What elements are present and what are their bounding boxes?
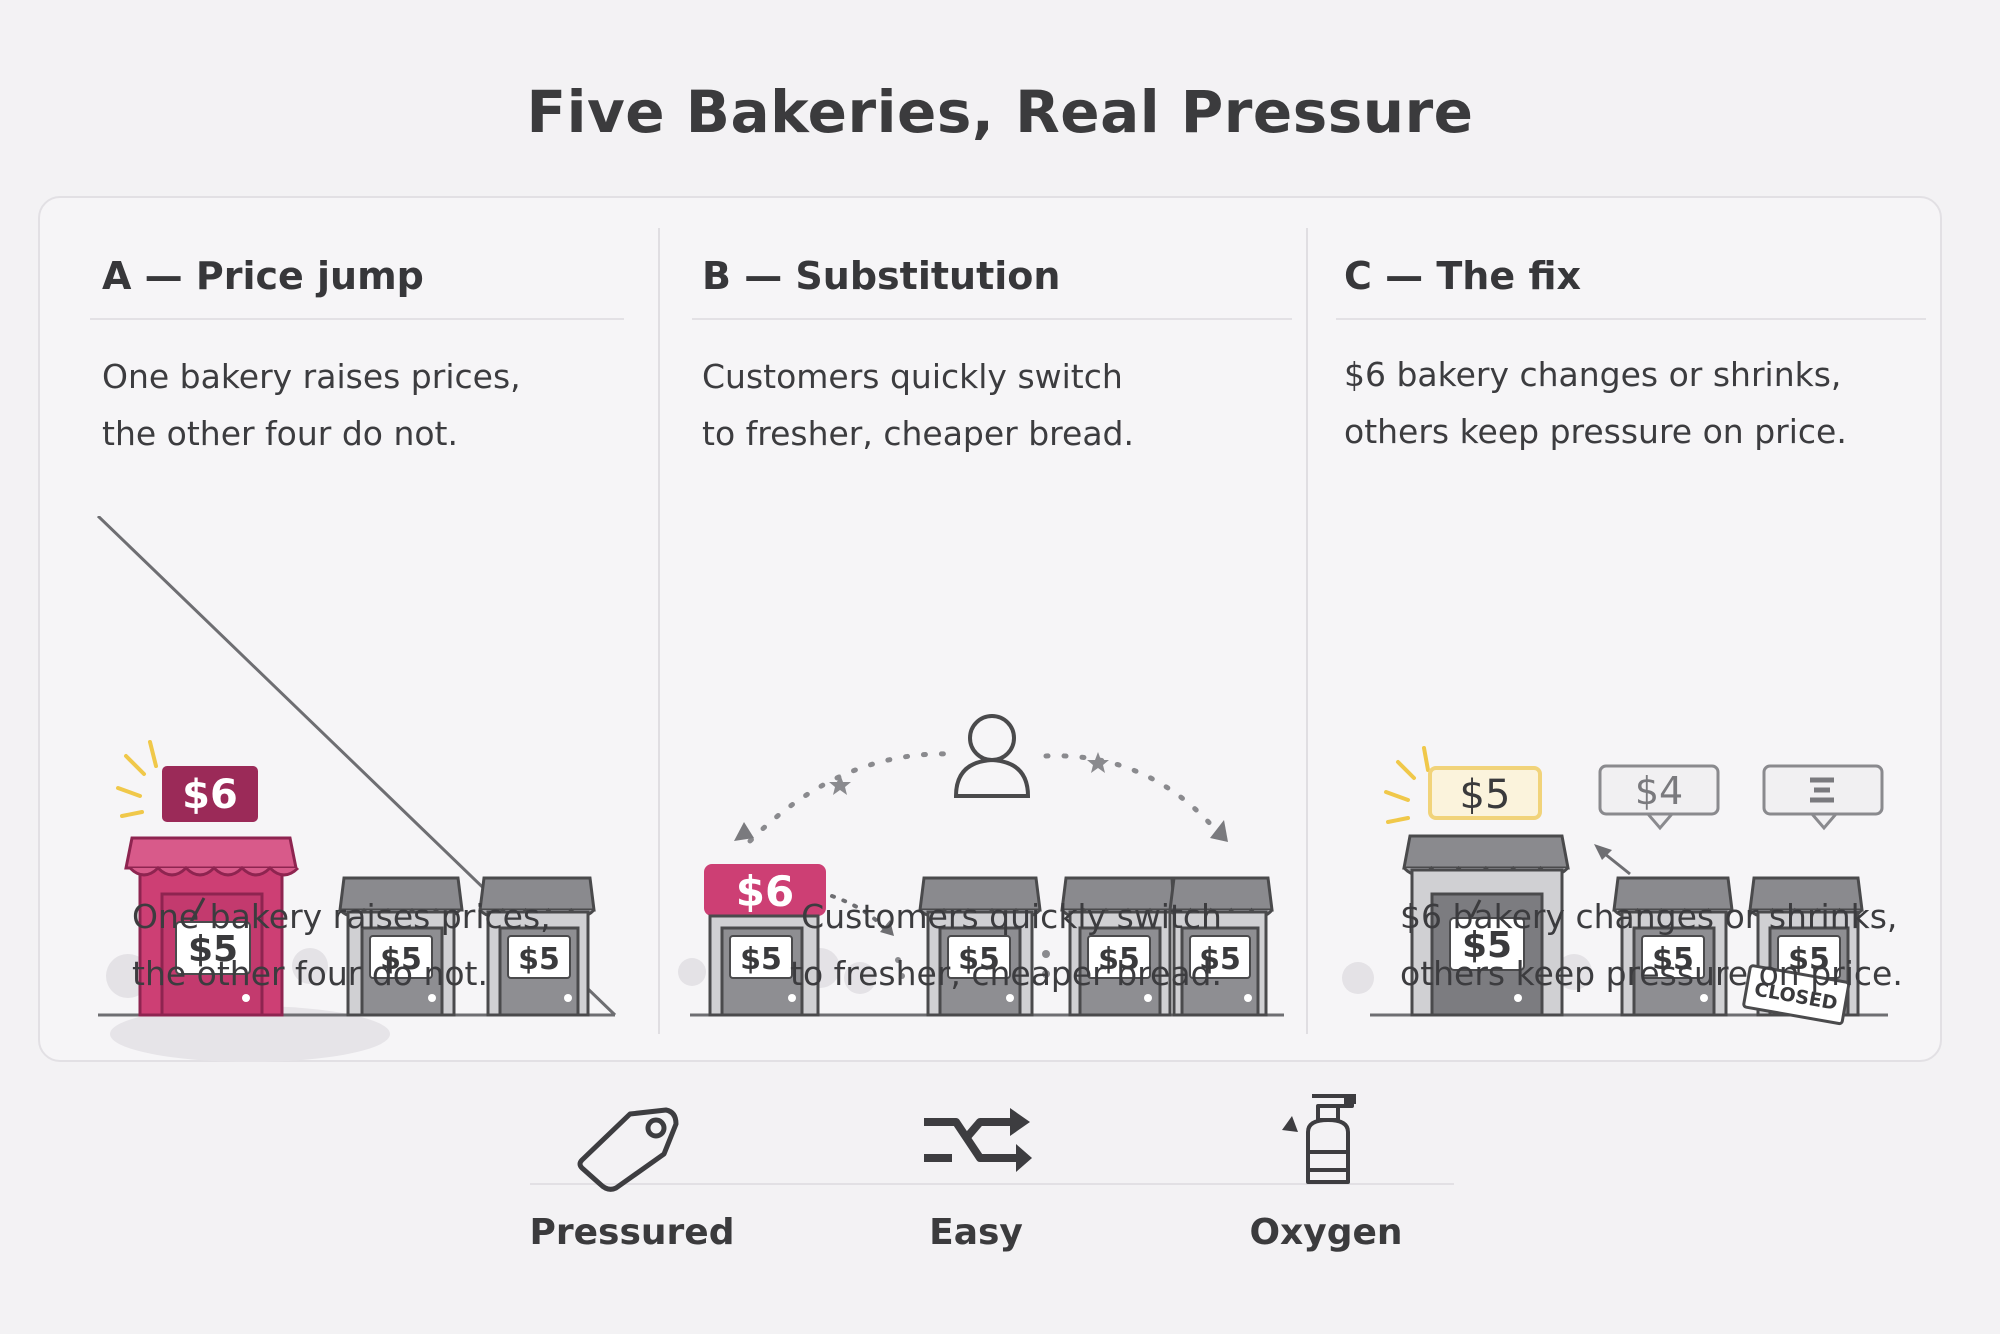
switch-path-left — [747, 751, 953, 844]
shop-price-label: $5 — [1098, 942, 1140, 977]
legend-label: Easy — [929, 1212, 1023, 1253]
panel-a-rule — [90, 318, 624, 320]
shop-price-label: $5 — [518, 942, 560, 977]
raised-price-label: $6 — [736, 867, 794, 916]
panel-a-title: A — Price jump — [102, 254, 424, 298]
bakery-shop — [478, 876, 596, 1017]
door-price-tag — [1449, 917, 1525, 971]
panel-c: C — The fix $6 bakery changes or shrinks… — [1318, 196, 1938, 1062]
panel-b-caption: Customers quickly switch to fresher, che… — [790, 897, 1222, 993]
closed-sign: CLOSED — [1742, 964, 1851, 1026]
ground-shadow — [110, 1006, 390, 1062]
new-price-tag — [1428, 766, 1542, 820]
panel-c-caption: $6 bakery changes or shrinks, others kee… — [1400, 897, 1903, 993]
menu-lines-icon — [1810, 777, 1834, 803]
sparkle-icon — [1384, 746, 1430, 824]
legend-label: Oxygen — [1249, 1212, 1403, 1253]
door-price-tag — [175, 921, 251, 975]
shop-price-label: $5 — [380, 942, 422, 977]
raised-price-label: $6 — [182, 772, 238, 818]
panel-b: B — Substitution Customers quickly switc… — [670, 196, 1292, 1062]
column-divider — [658, 228, 660, 1034]
panel-a-caption: One bakery raises prices, the other four… — [132, 897, 551, 993]
page-title: Five Bakeries, Real Pressure — [526, 78, 1474, 146]
switch-path-right — [1043, 753, 1217, 831]
panel-b-intro: Customers quickly switch to fresher, che… — [702, 357, 1134, 453]
panel-a-illustration: $6 $5 $5 $5 — [96, 516, 617, 1062]
bush — [292, 948, 328, 984]
raised-price-tag — [704, 864, 826, 916]
arrow-head-icon — [1210, 820, 1228, 842]
bakery-shop — [1060, 876, 1176, 1017]
panel-b-title: B — Substitution — [702, 254, 1061, 298]
bakery-shop — [708, 914, 820, 1017]
new-price-label: $5 — [1460, 772, 1511, 818]
swap-arrows-icon — [924, 1108, 1032, 1172]
bakery-shop — [338, 876, 464, 1017]
column-divider — [1306, 228, 1308, 1034]
raised-price-tag — [162, 766, 258, 822]
panel-c-title: C — The fix — [1344, 254, 1581, 298]
shop-price-label: $5 — [740, 942, 782, 977]
panel-c-intro: $6 bakery changes or shrinks, others kee… — [1344, 355, 1847, 451]
spray-bottle-icon — [1282, 1094, 1356, 1184]
panel-a: A — Price jump One bakery raises prices,… — [70, 196, 690, 1062]
door-price-label: $5 — [188, 929, 238, 970]
customer-icon — [953, 714, 1031, 798]
panel-a-intro: One bakery raises prices, the other four… — [102, 357, 521, 453]
shop-price-label: $5 — [1788, 942, 1830, 977]
panel-b-illustration: $6 $5 $5 $5 — [678, 714, 1284, 1017]
legend-label: Pressured — [529, 1212, 735, 1253]
sparkle-icon — [116, 740, 158, 818]
bakery-shop — [1168, 876, 1274, 1017]
door-price-label: $5 — [1462, 925, 1512, 966]
bakery-shop — [918, 876, 1042, 1017]
shop-price-label: $5 — [958, 942, 1000, 977]
legend-divider — [530, 1183, 1454, 1185]
panel-b-rule — [692, 318, 1292, 320]
price-tag-icon — [577, 1107, 679, 1192]
panel-c-illustration: $5 $4 $5 — [1342, 746, 1888, 1026]
shop-price-label: $5 — [1199, 942, 1241, 977]
panel-c-rule — [1336, 318, 1926, 320]
bakery-shop — [1612, 876, 1734, 1017]
competitor-price-label: $4 — [1635, 769, 1683, 813]
star-icon — [829, 752, 1109, 795]
shop-price-label: $5 — [1652, 942, 1694, 977]
arrow-head-icon — [734, 822, 754, 841]
